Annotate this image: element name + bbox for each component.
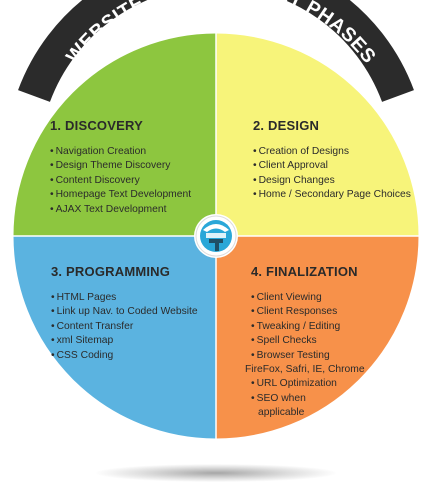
list-item: •Home / Secondary Page Choices — [253, 189, 411, 201]
list-item: •AJAX Text Development — [50, 203, 167, 215]
quadrant-discovery — [12, 32, 216, 236]
list-item: FireFox, Safri, IE, Chrome — [245, 364, 365, 376]
phase-design: 2. DESIGN •Creation of Designs •Client A… — [253, 118, 411, 203]
list-item: •Browser Testing — [251, 349, 330, 361]
phase-discovery: 1. DISCOVERY •Navigation Creation •Desig… — [50, 118, 191, 217]
drop-shadow — [96, 464, 336, 482]
list-item: •Client Viewing — [251, 292, 322, 303]
phase-title: 4. FINALIZATION — [251, 264, 358, 279]
list-item: •Spell Checks — [251, 335, 317, 347]
list-item: •Design Theme Discovery — [50, 160, 171, 172]
list-item: applicable — [258, 407, 305, 419]
phase-title: 1. DISCOVERY — [50, 118, 143, 133]
phase-list: •Creation of Designs •Client Approval •D… — [253, 145, 411, 203]
list-item: •Tweaking / Editing — [251, 320, 341, 332]
phase-list: •Navigation Creation •Design Theme Disco… — [50, 145, 191, 217]
logo-icon — [194, 214, 238, 258]
list-item: •URL Optimization — [251, 378, 337, 390]
phase-list: •Client Viewing •Client Responses •Tweak… — [245, 291, 365, 421]
quadrant-programming — [12, 236, 216, 440]
list-item: •HTML Pages — [51, 292, 117, 303]
list-item: •xml Sitemap — [51, 335, 114, 347]
list-item: •Navigation Creation — [50, 146, 147, 157]
list-item: •SEO when — [251, 392, 306, 404]
list-item: •Content Transfer — [51, 320, 134, 332]
phase-title: 2. DESIGN — [253, 118, 320, 133]
list-item: •Design Changes — [253, 174, 335, 186]
phase-title: 3. PROGRAMMING — [51, 264, 171, 279]
quadrant-finalization — [216, 236, 420, 440]
phase-programming: 3. PROGRAMMING •HTML Pages •Link up Nav.… — [51, 264, 198, 363]
quadrant-design — [216, 32, 420, 236]
list-item: •Homepage Text Development — [50, 189, 192, 201]
list-item: •Client Responses — [251, 306, 338, 318]
list-item: •Content Discovery — [50, 174, 140, 186]
list-item: •Creation of Designs — [253, 146, 350, 157]
phase-finalization: 4. FINALIZATION •Client Viewing •Client … — [245, 264, 365, 421]
phase-list: •HTML Pages •Link up Nav. to Coded Websi… — [51, 291, 198, 363]
list-item: •CSS Coding — [51, 349, 114, 361]
title-banner — [18, 0, 414, 102]
outer-ring — [10, 30, 422, 442]
list-item: •Client Approval — [253, 160, 328, 172]
list-item: •Link up Nav. to Coded Website — [51, 306, 198, 318]
